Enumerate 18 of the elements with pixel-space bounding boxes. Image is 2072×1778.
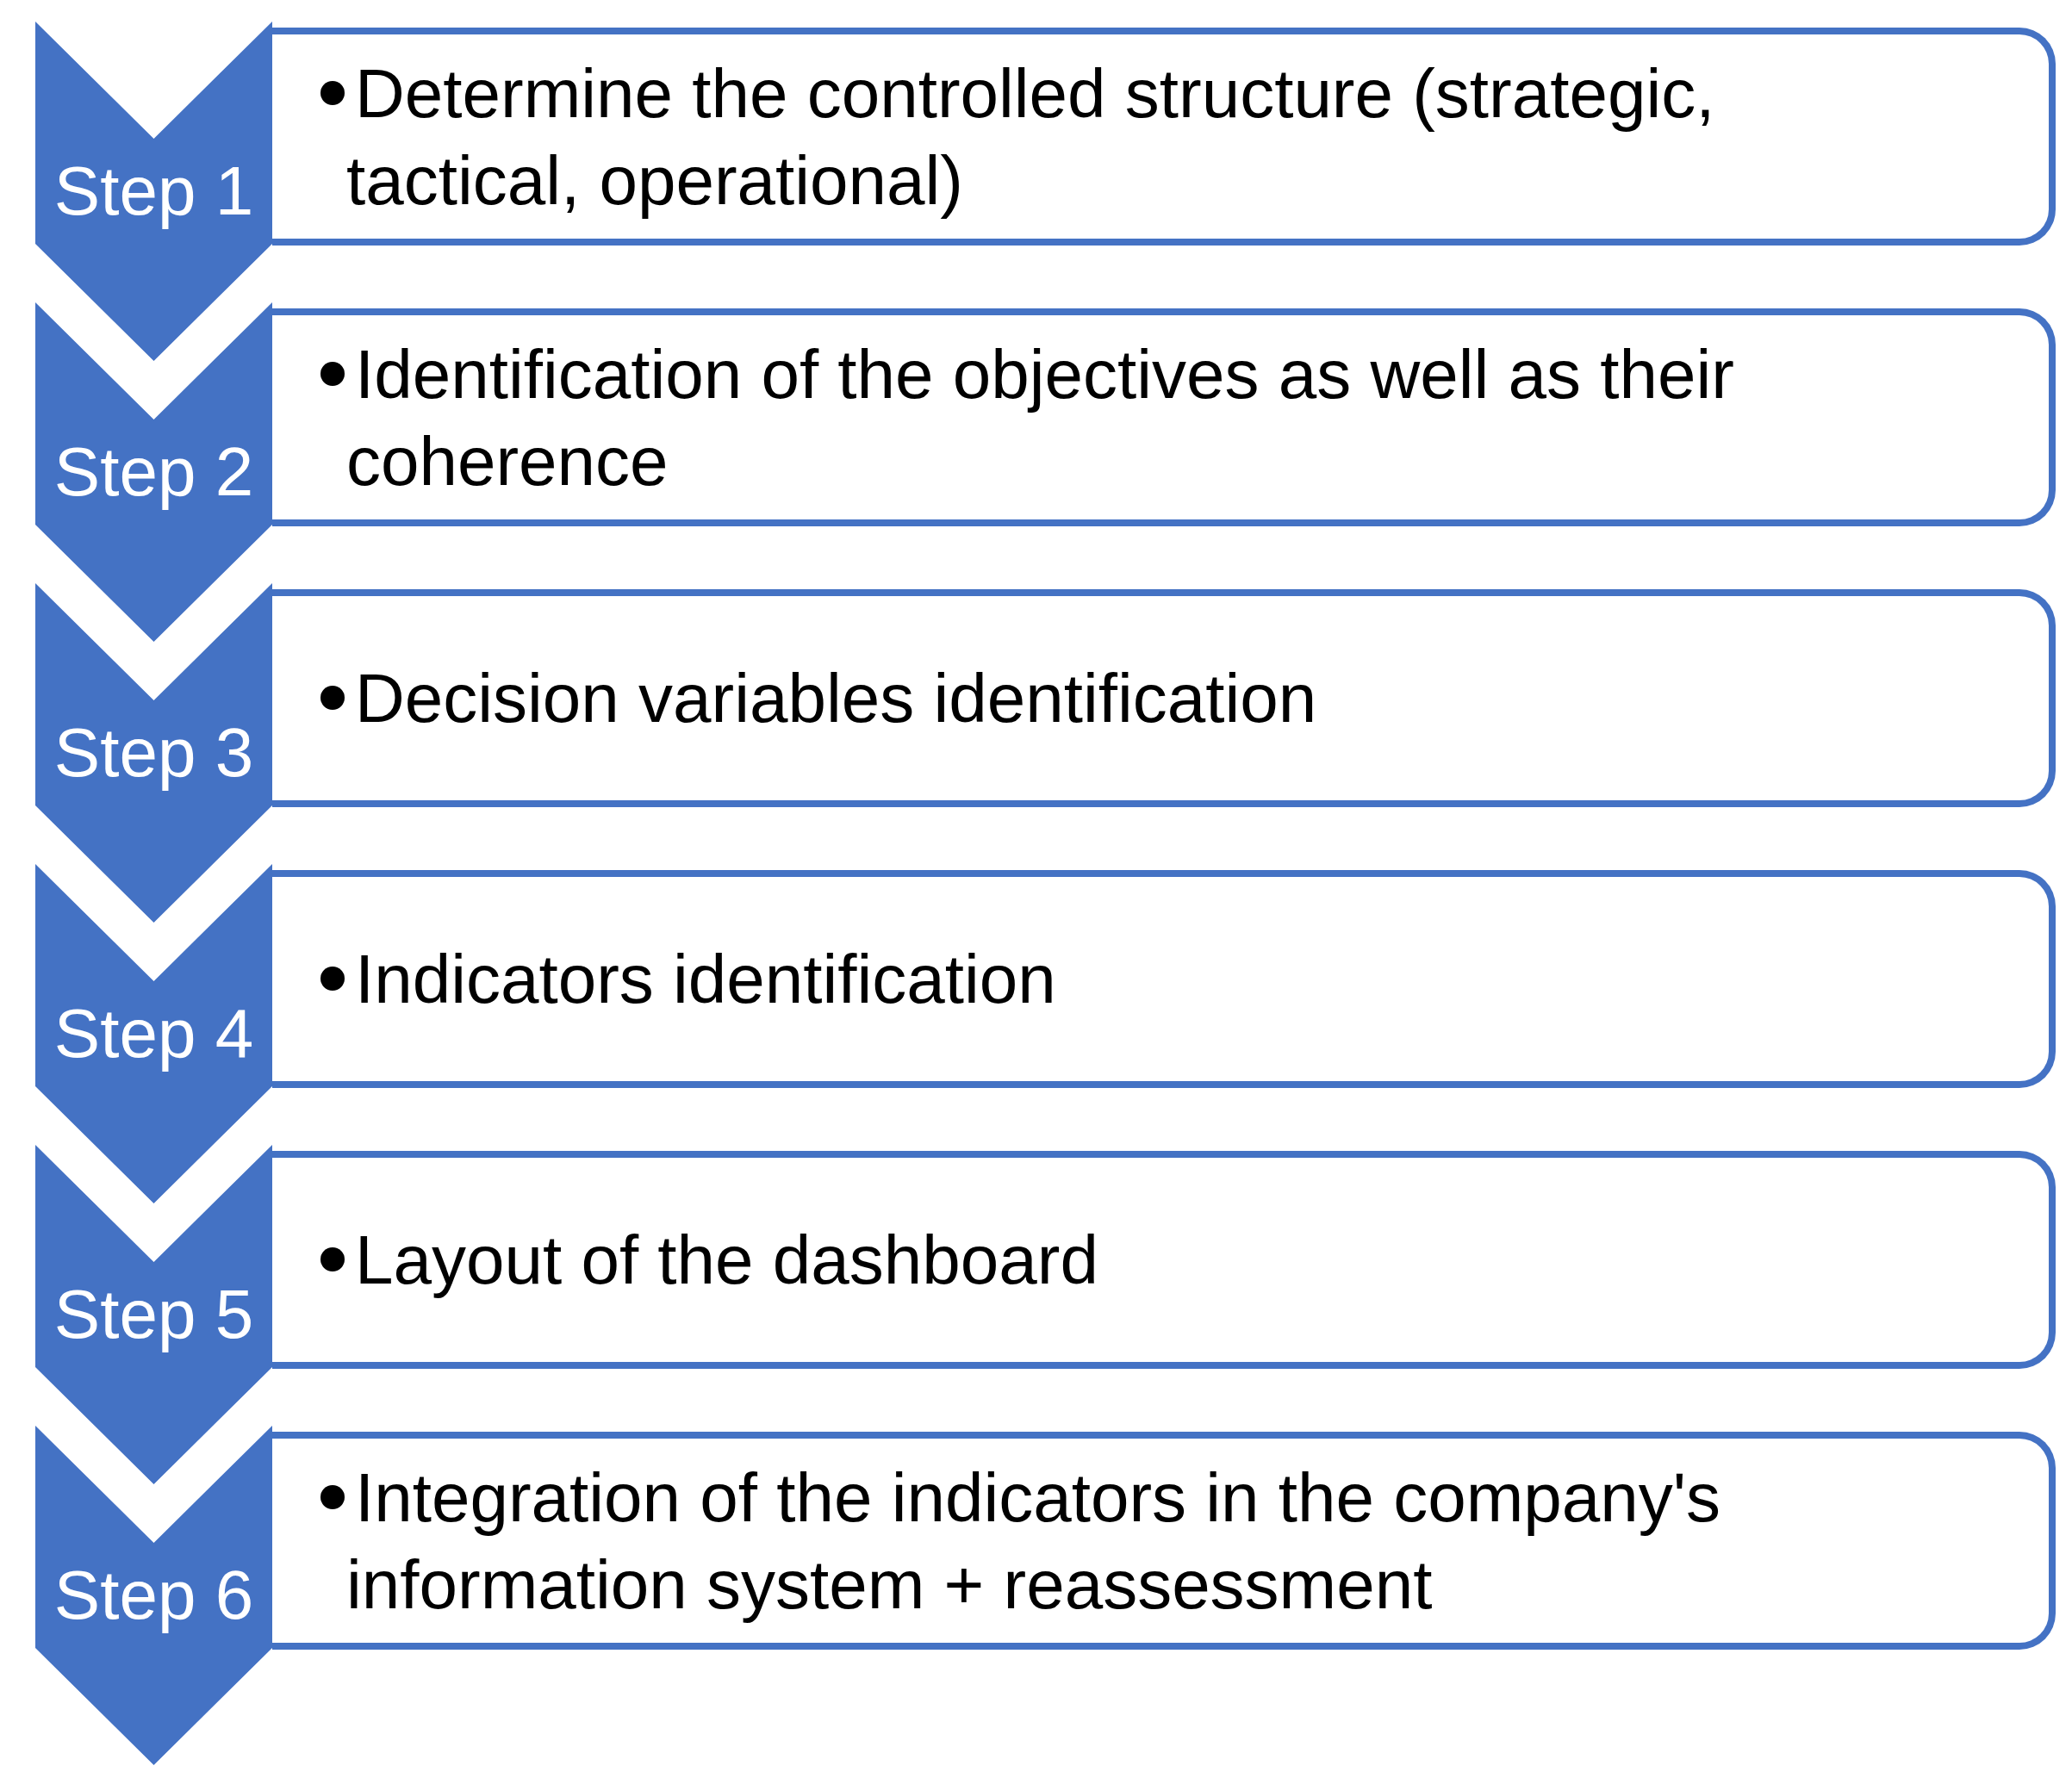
step-banner (35, 22, 272, 361)
step-description: Integration of the indicators in the company's information system + reassessment (346, 1458, 1722, 1625)
step-banner (35, 302, 272, 642)
step-banner (35, 1426, 272, 1765)
step-box (272, 1151, 2056, 1369)
step-description: Determine the controlled structure (strategic, tactical, operational) (346, 53, 1716, 221)
step-description: Layout of the dashboard (354, 1221, 1098, 1300)
step-banner (35, 864, 272, 1203)
step-description: Indicators identification (354, 940, 1056, 1019)
step-banner (35, 1145, 272, 1484)
step-box (272, 589, 2056, 807)
step-box (272, 1432, 2056, 1650)
step-box (272, 28, 2056, 246)
step-banner (35, 583, 272, 923)
step-box (272, 870, 2056, 1088)
step-description: Identification of the objectives as well as their coherence (346, 334, 1735, 501)
step-description: Decision variables identification (354, 659, 1317, 738)
step-box (272, 308, 2056, 526)
